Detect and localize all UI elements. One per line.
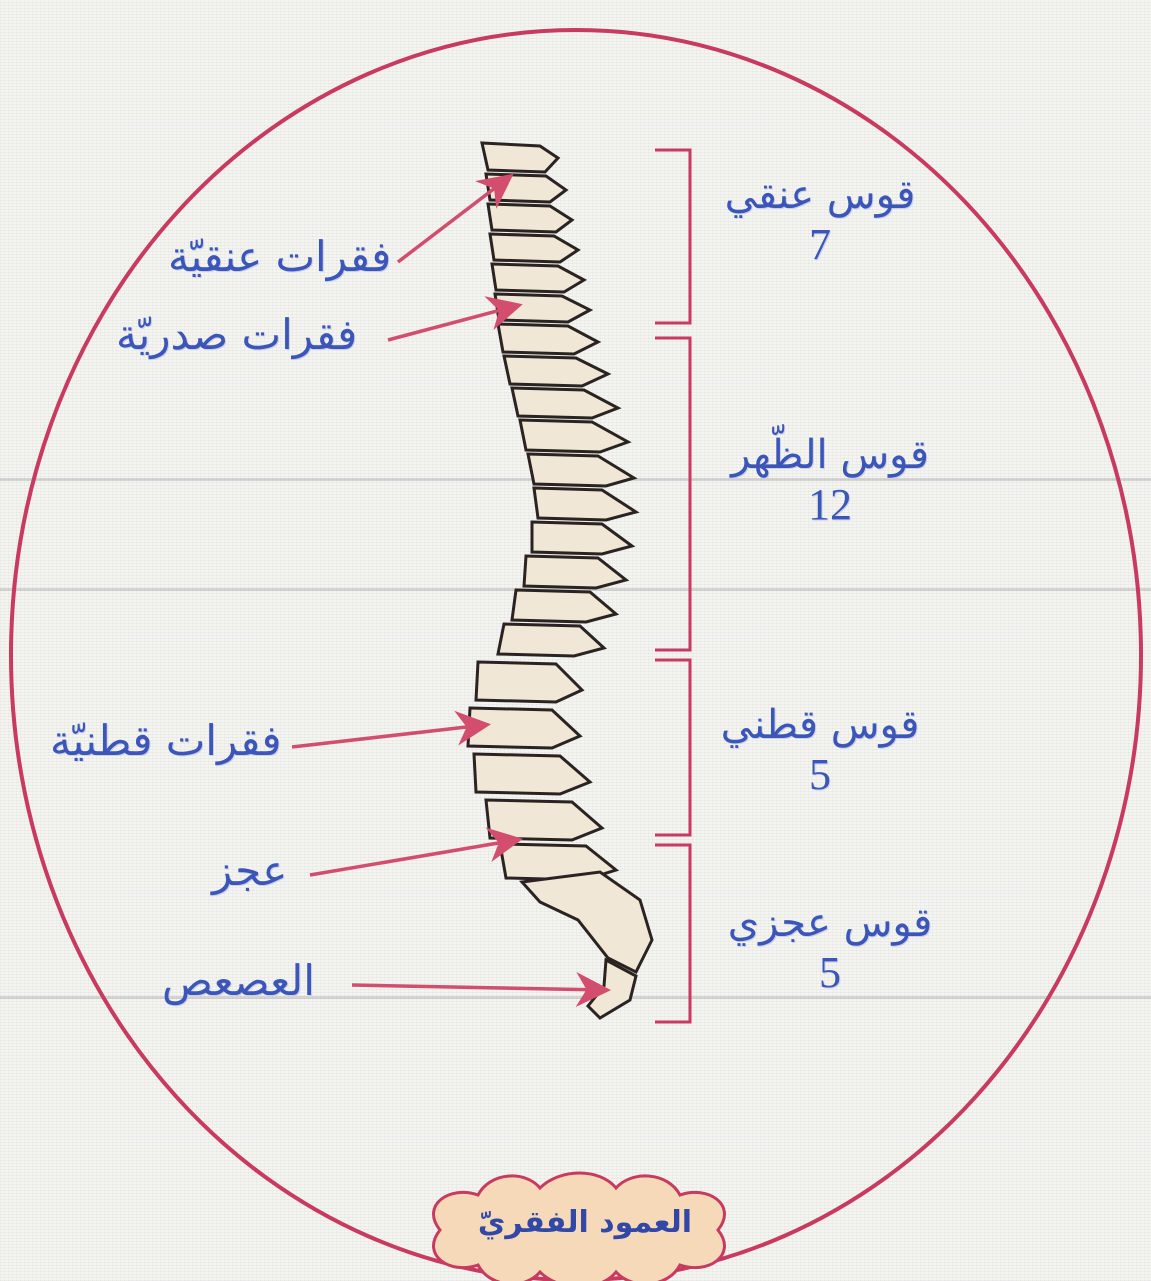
label-cervical-vertebrae: فقرات عنقيّة — [168, 232, 391, 281]
vertebra — [528, 454, 634, 486]
bracket-lumbar — [655, 660, 690, 835]
vertebra — [492, 264, 584, 292]
vertebra — [474, 754, 590, 794]
vertebra — [534, 488, 636, 520]
vertebra — [524, 556, 626, 588]
region-lumbar-curve: قوس قطني 5 — [700, 700, 940, 800]
vertebra — [512, 590, 616, 622]
region-name: قوس الظّهر — [731, 432, 929, 478]
region-cervical-curve: قوس عنقي 7 — [700, 170, 940, 270]
label-thoracic-vertebrae: فقرات صدريّة — [116, 310, 357, 359]
region-count: 5 — [700, 750, 940, 800]
region-count: 7 — [700, 220, 940, 270]
vertebra — [482, 143, 558, 172]
vertebra — [498, 324, 598, 354]
diagram-title: العمود الفقريّ — [470, 1205, 700, 1240]
vertebra — [498, 624, 604, 656]
vertebra — [476, 662, 582, 702]
vertebra — [488, 204, 572, 232]
label-lumbar-vertebrae: فقرات قطنيّة — [50, 716, 281, 765]
vertebra — [468, 708, 580, 748]
bracket-cervical — [655, 150, 690, 323]
vertebra — [486, 800, 602, 840]
arrow-coccyx — [352, 985, 604, 990]
vertebra — [490, 234, 578, 262]
region-count: 5 — [700, 948, 960, 998]
bracket-sacral — [655, 845, 690, 1022]
label-coccyx: العصعص — [162, 956, 315, 1005]
spine-illustration — [468, 143, 652, 1018]
arrow-sacrum — [310, 840, 516, 875]
sacrum-bone — [522, 872, 652, 972]
vertebra — [520, 420, 628, 452]
region-count: 12 — [700, 480, 960, 530]
region-sacral-curve: قوس عجزي 5 — [700, 898, 960, 998]
label-sacrum: عجز — [212, 846, 287, 895]
vertebra — [486, 174, 566, 202]
bracket-thoracic — [655, 338, 690, 650]
region-name: قوس عنقي — [725, 172, 916, 218]
arrow-lumbar — [292, 725, 484, 747]
vertebra — [512, 388, 618, 418]
region-brackets — [655, 150, 690, 1022]
vertebra — [532, 522, 632, 554]
region-thoracic-curve: قوس الظّهر 12 — [700, 430, 960, 530]
region-name: قوس عجزي — [728, 900, 932, 946]
vertebra — [504, 356, 608, 386]
region-name: قوس قطني — [721, 702, 920, 748]
